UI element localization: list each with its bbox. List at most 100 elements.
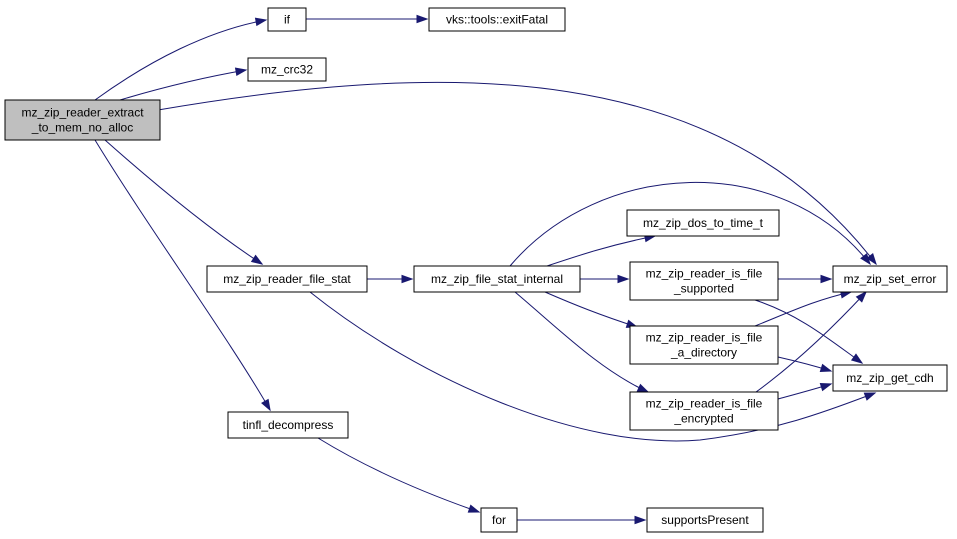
node-label: vks::tools::exitFatal <box>446 13 548 27</box>
edge-if-to-exitFatal <box>306 14 429 24</box>
arrow-head <box>863 392 877 401</box>
node-label: _a_directory <box>670 346 737 360</box>
arrow-head <box>234 67 248 77</box>
edge-line <box>309 291 876 442</box>
node-label: _encrypted <box>673 412 733 426</box>
node-label: mz_zip_get_cdh <box>846 371 933 385</box>
edge-stat_internal-to-is_supported <box>580 274 630 284</box>
edge-line <box>509 182 871 267</box>
edges-layer <box>94 14 877 525</box>
node-label: if <box>284 13 291 27</box>
edge-file_stat-to-stat_internal <box>367 274 414 284</box>
node-get_cdh[interactable]: mz_zip_get_cdh <box>832 364 948 392</box>
edge-line <box>317 437 480 513</box>
arrow-head <box>467 504 481 513</box>
node-box <box>267 7 307 32</box>
node-label: tinfl_decompress <box>243 418 334 432</box>
node-box <box>428 7 566 32</box>
node-label: mz_zip_reader_file_stat <box>223 272 351 286</box>
edge-tinfl-to-for <box>317 437 481 513</box>
node-file_stat[interactable]: mz_zip_reader_file_stat <box>206 265 368 293</box>
node-label: mz_zip_reader_extract <box>21 106 144 120</box>
node-label: supportsPresent <box>661 513 749 527</box>
edge-line <box>104 139 263 265</box>
edge-stat_internal-to-is_directory <box>544 291 639 328</box>
node-tinfl[interactable]: tinfl_decompress <box>227 411 349 439</box>
node-box <box>832 364 948 392</box>
edge-line <box>94 19 267 101</box>
node-label: _supported <box>673 282 734 296</box>
nodes-layer: mz_zip_reader_extract_to_mem_no_alloc if v… <box>4 7 948 533</box>
edge-is_directory-to-get_cdh <box>777 356 833 372</box>
node-box <box>206 265 368 293</box>
arrow-head <box>866 253 877 266</box>
node-label: for <box>492 513 506 527</box>
arrow-head <box>819 383 833 392</box>
node-for[interactable]: for <box>480 507 518 533</box>
arrow-head <box>850 353 864 364</box>
arrow-head <box>250 254 264 265</box>
node-stat_internal[interactable]: mz_zip_file_stat_internal <box>413 265 581 293</box>
edge-line <box>546 235 656 267</box>
arrow-head <box>416 14 429 24</box>
node-is_encrypted[interactable]: mz_zip_reader_is_file_encrypted <box>629 391 779 431</box>
edge-stat_internal-to-set_error <box>509 182 871 267</box>
node-box <box>629 325 779 365</box>
node-is_directory[interactable]: mz_zip_reader_is_file_a_directory <box>629 325 779 365</box>
edge-root-to-if <box>94 17 268 101</box>
edge-root-to-crc32 <box>119 67 248 101</box>
node-root[interactable]: mz_zip_reader_extract_to_mem_no_alloc <box>4 99 161 141</box>
edge-line <box>119 69 247 101</box>
node-dos_to_time[interactable]: mz_zip_dos_to_time_t <box>626 209 780 237</box>
edge-root-to-tinfl <box>94 139 271 412</box>
node-label: mz_zip_reader_is_file <box>646 267 763 281</box>
edge-root-to-file_stat <box>104 139 264 265</box>
node-box <box>247 57 327 82</box>
arrow-head <box>617 274 630 284</box>
edge-is_supported-to-set_error <box>778 274 833 284</box>
arrow-head <box>634 515 647 525</box>
node-box <box>629 261 779 301</box>
node-label: mz_zip_set_error <box>844 272 937 286</box>
node-box <box>832 265 948 293</box>
edge-line <box>544 291 638 328</box>
arrow-head <box>261 398 271 412</box>
edge-is_encrypted-to-set_error <box>755 290 868 393</box>
edge-is_supported-to-get_cdh <box>754 299 864 364</box>
arrow-head <box>401 274 414 284</box>
edge-line <box>514 291 649 393</box>
arrow-head <box>636 383 650 393</box>
node-crc32[interactable]: mz_crc32 <box>247 57 327 82</box>
node-label: mz_zip_reader_is_file <box>646 397 763 411</box>
node-exitFatal[interactable]: vks::tools::exitFatal <box>428 7 566 32</box>
node-box <box>4 99 161 141</box>
edge-line <box>94 139 271 411</box>
node-box <box>227 411 349 439</box>
node-box <box>646 507 764 533</box>
node-box <box>626 209 780 237</box>
edge-for-to-supportsPresent <box>517 515 647 525</box>
node-label: mz_crc32 <box>261 63 313 77</box>
node-label: mz_zip_reader_is_file <box>646 331 763 345</box>
node-supportsPresent[interactable]: supportsPresent <box>646 507 764 533</box>
arrow-head <box>820 274 833 284</box>
node-box <box>629 391 779 431</box>
edge-line <box>754 291 852 327</box>
node-box <box>480 507 518 533</box>
edge-stat_internal-to-dos_to_time <box>546 233 657 267</box>
arrow-head <box>855 290 868 303</box>
node-is_supported[interactable]: mz_zip_reader_is_file_supported <box>629 261 779 301</box>
node-if[interactable]: if <box>267 7 307 32</box>
arrow-head <box>819 363 833 372</box>
edge-is_encrypted-to-get_cdh <box>777 383 833 400</box>
edge-line <box>755 291 867 393</box>
edge-line <box>754 299 863 364</box>
edge-file_stat-to-get_cdh <box>309 291 877 442</box>
node-label: _to_mem_no_alloc <box>31 121 133 135</box>
node-box <box>413 265 581 293</box>
arrow-head <box>254 17 268 27</box>
node-label: mz_zip_dos_to_time_t <box>643 216 764 230</box>
node-set_error[interactable]: mz_zip_set_error <box>832 265 948 293</box>
arrow-head <box>860 253 871 266</box>
